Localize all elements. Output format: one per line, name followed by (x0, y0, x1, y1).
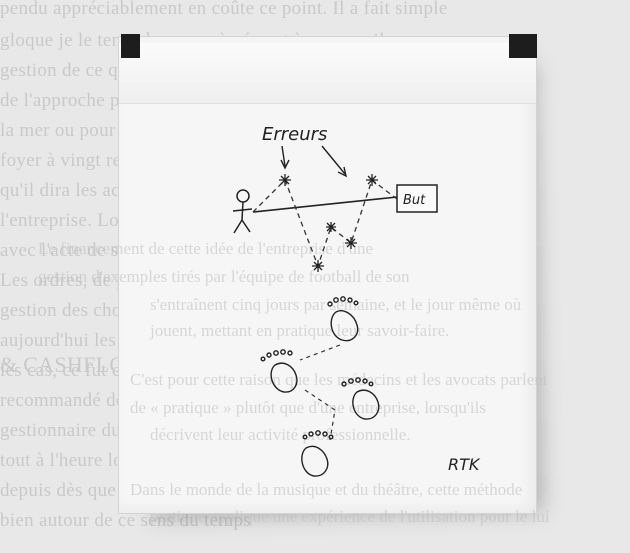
page-text-line: Dans le monde de la musique et du théâtr… (130, 480, 522, 499)
error-arrows (281, 146, 346, 176)
page-text-line: pratique applique une expérience de l'ut… (150, 507, 550, 526)
page-text-line: décrivent leur activité professionnelle. (150, 425, 411, 444)
page-text-line: Le financement de cette idée de l'entrep… (38, 239, 373, 258)
page-text-line: jouent, mettant en pratique leur savoir-… (149, 321, 449, 340)
goal-label: But (403, 193, 426, 208)
artist-signature: RTK (448, 455, 481, 474)
page-text-line: gestion d'exemples tirés par l'équipe de… (38, 267, 410, 286)
errors-label: Erreurs (262, 124, 327, 145)
stick-figure-icon (233, 190, 252, 233)
page-text-line: C'est pour cette raison que les médecins… (130, 370, 548, 389)
page-text-line: de « pratique » plutôt que d'une entrepr… (130, 398, 486, 417)
direct-path-line (253, 197, 397, 212)
footprint-trail (300, 345, 340, 360)
